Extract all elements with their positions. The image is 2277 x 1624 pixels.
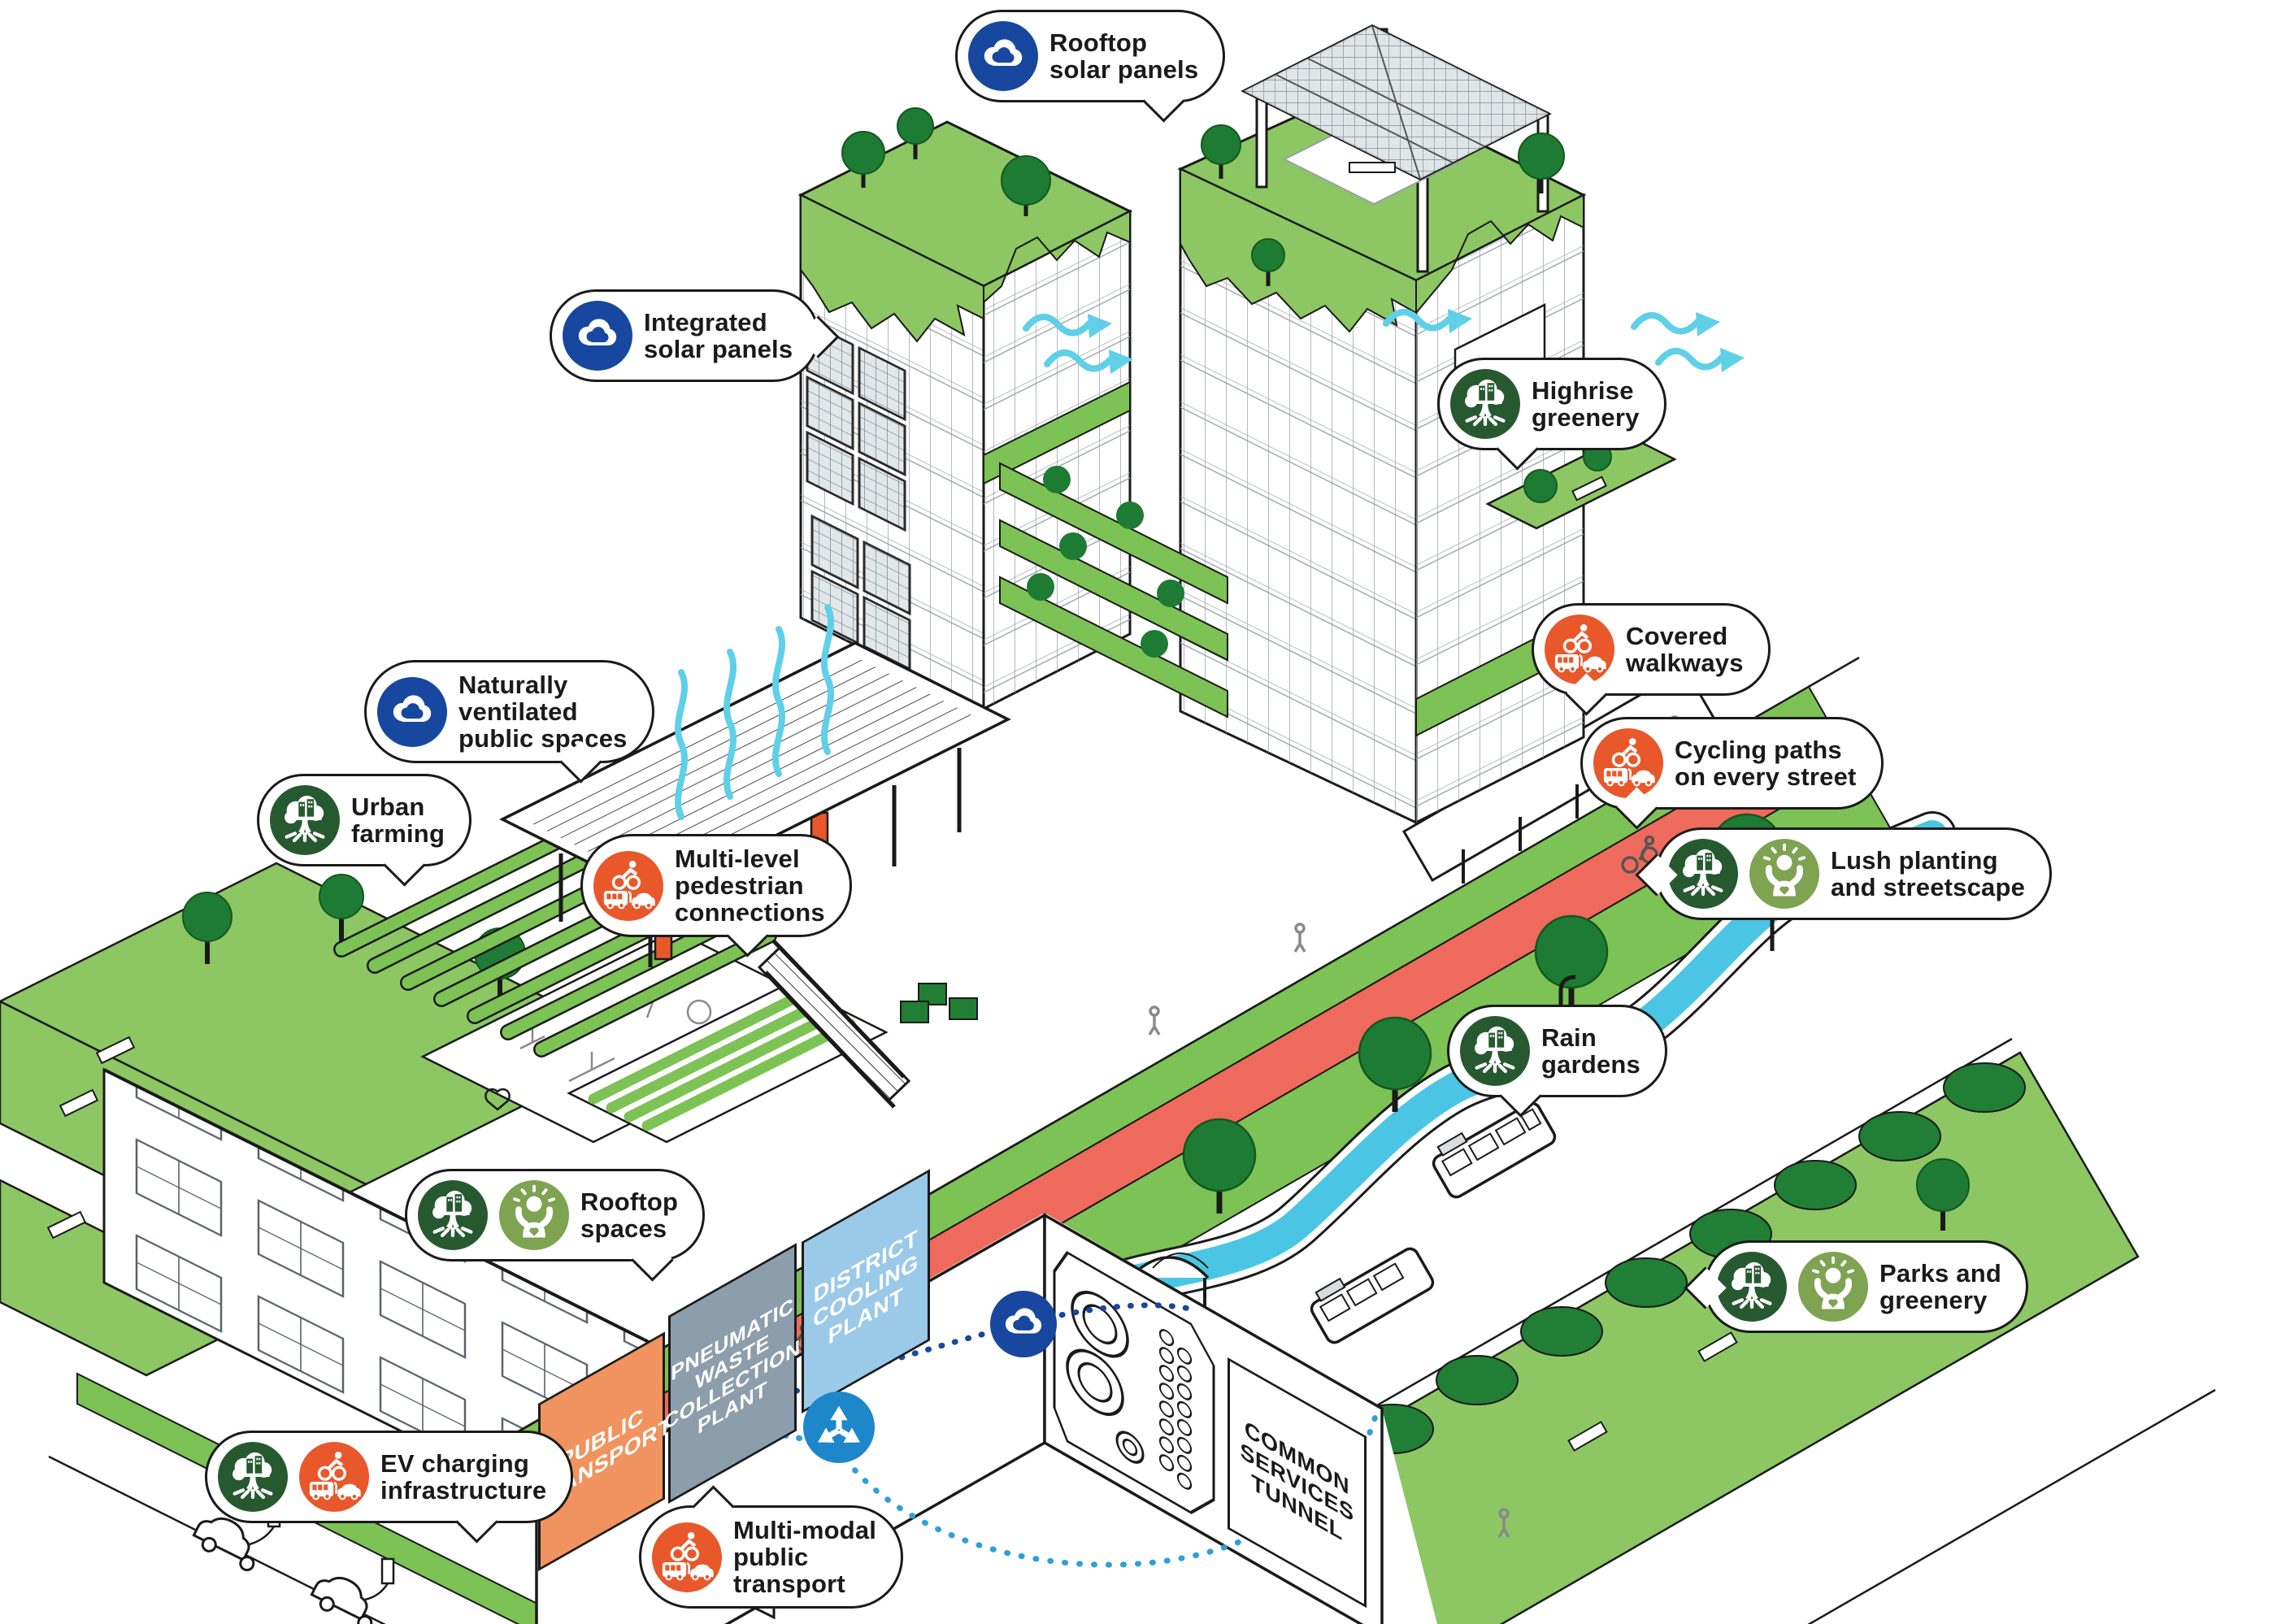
panel-pneumatic-waste-label: PNEUMATIC WASTE COLLECTION PLANT — [664, 1292, 801, 1439]
person-wellness-icon — [499, 1180, 569, 1250]
cascading-planters — [999, 462, 1228, 719]
callout-label: Covered walkways — [1626, 621, 1744, 677]
tree-city-icon — [418, 1180, 488, 1250]
tree-city-icon — [218, 1442, 288, 1512]
callout-label: Cycling paths on every street — [1675, 735, 1857, 791]
callout-rain-gardens: Rain gardens — [1447, 1005, 1667, 1118]
callout-highrise-greenery: Highrise greenery — [1437, 358, 1666, 471]
callout-parks-and-greenery: Parks and greenery — [1684, 1240, 2028, 1333]
callout-label: Rooftop spaces — [580, 1187, 679, 1243]
callout-rooftop-spaces: Rooftop spaces — [405, 1169, 706, 1282]
tree-city-icon — [270, 785, 340, 855]
callout-cycling-paths: Cycling paths on every street — [1580, 717, 1884, 830]
rooftop-pergola — [1241, 24, 1552, 273]
panel-district-cooling-label: DISTRICT COOLING PLANT — [813, 1224, 919, 1350]
crop-beds — [567, 982, 889, 1144]
callout-label: Lush planting and streetscape — [1831, 845, 2026, 901]
callout-label: Rooftop solar panels — [1049, 28, 1199, 84]
services-tunnel-face — [1053, 1251, 1215, 1514]
multi-modal-transport-icon — [593, 851, 663, 921]
left-tower — [797, 107, 1133, 711]
escalator — [757, 940, 911, 1109]
recycle-icon — [803, 1392, 875, 1463]
service-connectors — [673, 1302, 1379, 1568]
panel-common-services-tunnel-label: COMMON SERVICES TUNNEL — [1240, 1416, 1354, 1546]
callout-naturally-ventilated: Naturally ventilated public spaces — [364, 660, 654, 784]
callout-covered-walkways: Covered walkways — [1532, 603, 1771, 716]
tree-city-icon — [1668, 839, 1738, 909]
wind-arrows — [1023, 309, 1725, 372]
multi-modal-transport-icon — [299, 1442, 369, 1512]
callout-label: Urban farming — [351, 792, 445, 848]
person-wellness-icon — [1749, 839, 1819, 909]
callout-label: Parks and greenery — [1879, 1258, 2001, 1314]
callout-rooftop-solar-panels: Rooftop solar panels — [955, 10, 1226, 123]
cloud-icon — [377, 677, 447, 747]
callout-label: EV charging infrastructure — [380, 1448, 547, 1505]
multi-modal-transport-icon — [652, 1522, 722, 1592]
tree-city-icon — [1717, 1252, 1787, 1322]
callout-label: Rain gardens — [1541, 1023, 1640, 1079]
callout-label: Naturally ventilated public spaces — [458, 671, 628, 753]
callout-label: Multi-modal public transport — [733, 1516, 877, 1599]
callout-label: Integrated solar panels — [644, 307, 793, 363]
cloud-icon — [563, 301, 632, 371]
callout-ev-charging: EV charging infrastructure — [205, 1431, 574, 1544]
multi-modal-transport-icon — [1593, 728, 1663, 798]
callout-urban-farming: Urban farming — [257, 774, 472, 887]
callout-lush-planting: Lush planting and streetscape — [1635, 827, 2053, 920]
cloud-icon — [990, 1291, 1057, 1357]
callout-label: Multi-level pedestrian connections — [675, 845, 825, 927]
callout-multi-level-pedestrian: Multi-level pedestrian connections — [580, 834, 852, 958]
callout-integrated-solar-panels: Integrated solar panels — [550, 289, 840, 382]
tree-city-icon — [1450, 369, 1520, 439]
person-wellness-icon — [1798, 1252, 1868, 1322]
callout-multi-modal: Multi-modal public transport — [639, 1485, 904, 1609]
cloud-icon — [968, 21, 1038, 91]
airflow-arrows — [675, 309, 1745, 820]
callout-label: Highrise greenery — [1532, 376, 1640, 432]
multi-modal-transport-icon — [1545, 614, 1614, 684]
